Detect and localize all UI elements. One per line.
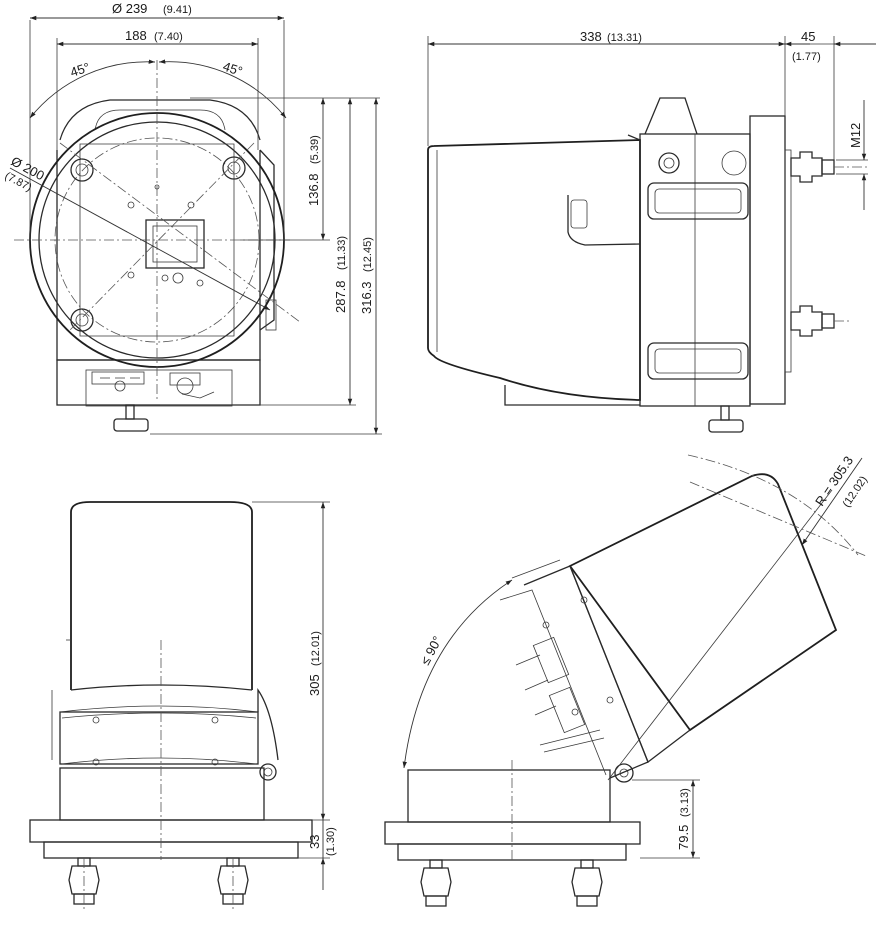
side-flange [749, 115, 786, 405]
dim-w45: 45 [801, 29, 815, 44]
front-top-handle [59, 99, 261, 141]
dim-w338-in: (13.31) [607, 32, 642, 44]
dim-h305-in: (12.01) [310, 631, 322, 666]
front-connector-panel [85, 369, 233, 407]
upright-middle [59, 711, 259, 765]
tilt-middle [523, 565, 649, 779]
front-small-holes [127, 184, 204, 287]
side-handle [644, 97, 698, 135]
tilt-internal-parts [515, 596, 614, 753]
dim-h33: 33 [307, 835, 322, 849]
upright-connectors [68, 857, 249, 912]
dim-angle-left: 45° [68, 60, 91, 80]
dim-h305: 305 [307, 674, 322, 696]
dim-w338: 338 [580, 29, 602, 44]
dim-h79: 79.5 [676, 825, 691, 850]
dim-w45-in: (1.77) [792, 51, 821, 63]
front-foot [113, 418, 149, 432]
dim-h136: 136.8 [306, 173, 321, 206]
dim-h287-in: (11.33) [336, 236, 348, 270]
dim-h287: 287.8 [333, 280, 348, 313]
upright-view: 305 (12.01) 33 (1.30) [29, 501, 337, 912]
dim-h79-in: (3.13) [679, 788, 691, 817]
tilt-connectors [420, 859, 603, 907]
front-connector-details [91, 371, 215, 399]
tilt-base-plate [384, 821, 641, 845]
dim-d239: Ø 239 [112, 1, 147, 16]
dim-d188: 188 [125, 28, 147, 43]
dim-d188-in: (7.40) [154, 31, 183, 43]
dim-d239-in: (9.41) [163, 4, 192, 16]
front-rear-housing [56, 150, 261, 361]
dim-h136-in: (5.39) [309, 135, 321, 164]
dim-tilt-angle: ≤ 90° [417, 634, 445, 668]
tilt-base-block [407, 769, 611, 823]
dim-h316-in: (12.45) [362, 237, 374, 272]
front-window [79, 143, 235, 337]
dim-radius-in: (12.02) [841, 474, 870, 510]
tilt-view: R = 305.3 (12.02) ≤ 90° 79.5 (3.13) [384, 453, 870, 907]
side-foot [708, 419, 744, 433]
side-view: M12 338 (13.31) 45 (1.77) [427, 29, 876, 433]
front-bolts [70, 156, 246, 332]
side-clamp-upper [647, 182, 749, 220]
tilt-hood [568, 473, 838, 732]
upright-hood [70, 501, 253, 690]
upright-lower [59, 767, 265, 821]
dim-h33-in: (1.30) [325, 827, 337, 856]
upright-base-plate [29, 819, 313, 843]
front-sensor-window [145, 219, 205, 269]
tilt-pivot [614, 763, 634, 783]
front-foot-stem [125, 404, 135, 420]
dim-h316: 316.3 [359, 281, 374, 314]
side-connectors [790, 151, 868, 337]
dim-thread: M12 [848, 123, 863, 148]
front-view: Ø 239 (9.41) 188 (7.40) 45° 45° Ø 200 (7… [3, 1, 382, 435]
side-clamp-lower [647, 342, 749, 380]
dim-angle-right: 45° [221, 59, 244, 79]
side-hood [427, 139, 641, 401]
